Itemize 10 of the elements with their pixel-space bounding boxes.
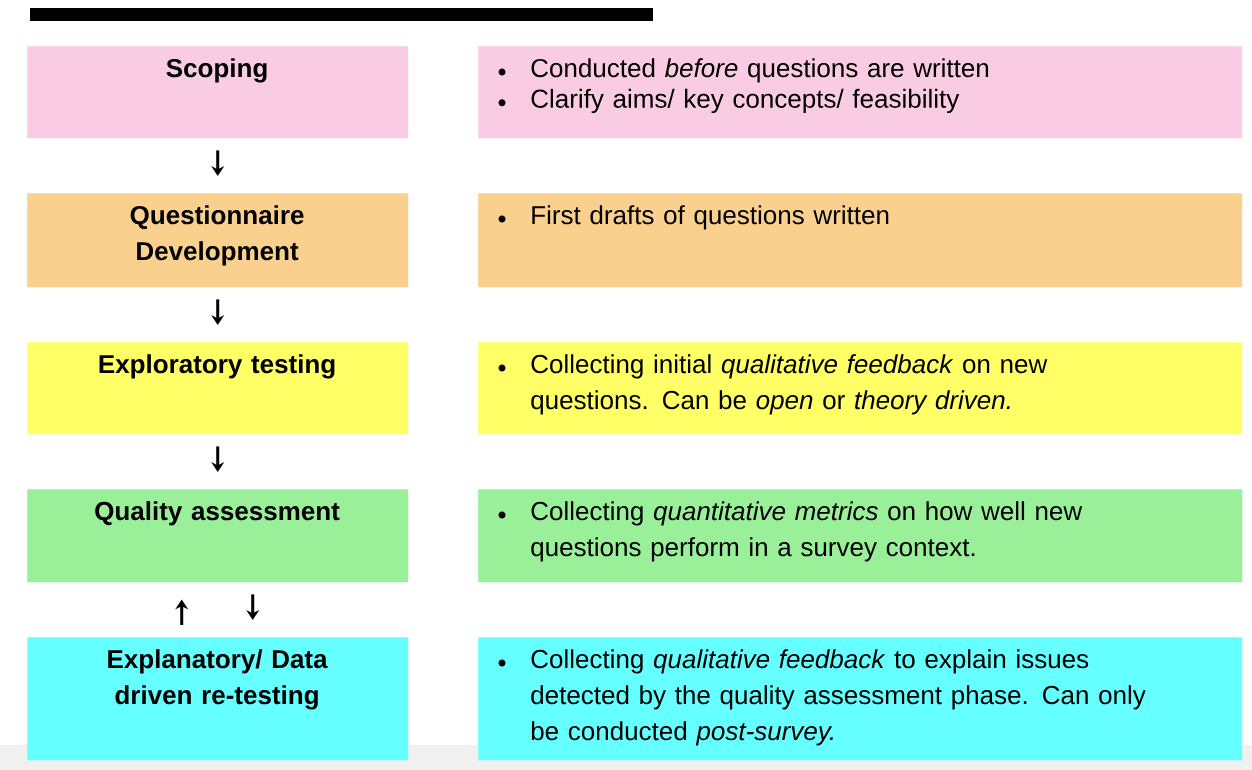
description-box: Collecting qualitative feedback to explain issues detected by the quality assessment phase. Can only be conducted post-survey.	[478, 637, 1243, 761]
step-box: Exploratory testing	[27, 342, 409, 435]
step-box: Quality assessment	[27, 489, 409, 583]
description-box: First drafts of questions written	[478, 193, 1243, 288]
description-box: Conducted before questions are written Clarify aims/ key concepts/ feasibility	[478, 46, 1243, 139]
description-box: Collecting initial qualitative feedback on new questions. Can be open or theory driven.	[478, 342, 1243, 435]
step-box: Questionnaire Development	[27, 193, 409, 288]
description-box: Collecting quantitative metrics on how well new questions perform in a survey context.	[478, 489, 1243, 583]
step-box: Explanatory/ Data driven re-testing	[27, 637, 409, 761]
step-box: Scoping	[27, 46, 409, 139]
